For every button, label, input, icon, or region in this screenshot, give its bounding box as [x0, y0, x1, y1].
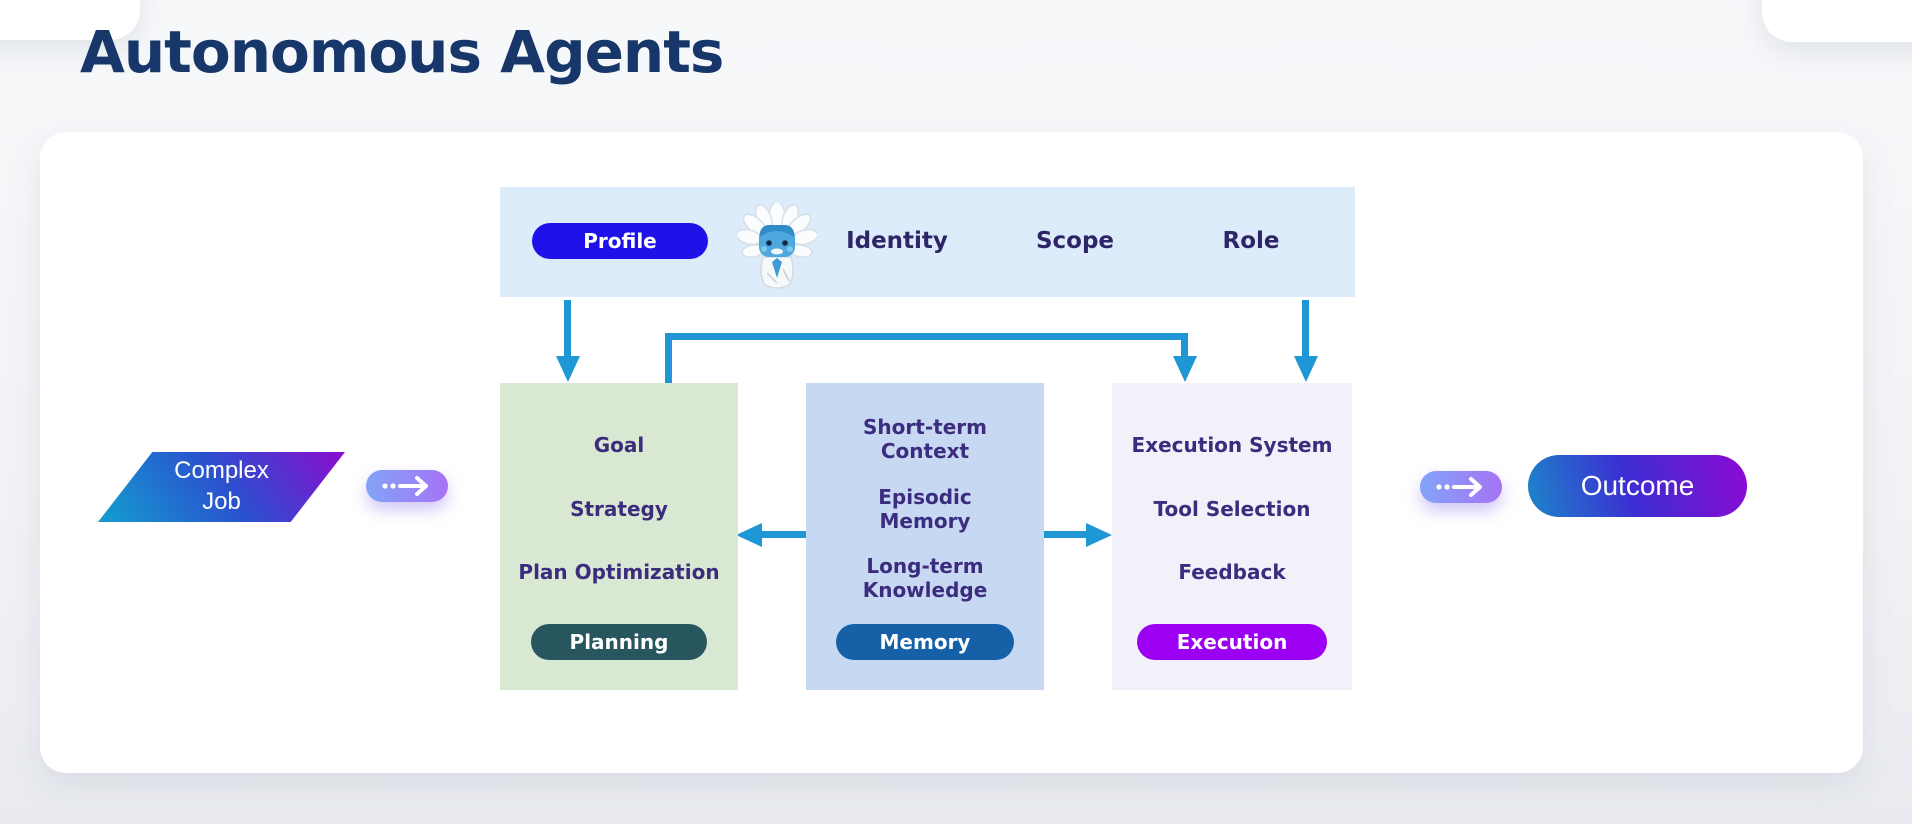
- profile-pill: Profile: [532, 223, 708, 259]
- execution-pill: Execution: [1137, 624, 1327, 660]
- execution-item-feedback: Feedback: [1178, 560, 1286, 585]
- memory-pill: Memory: [836, 624, 1014, 660]
- einstein-robot-mascot-icon: [737, 203, 817, 289]
- memory-box: Short-term Context Episodic Memory Long-…: [806, 383, 1044, 690]
- planning-item-plan-optimization: Plan Optimization: [518, 560, 720, 585]
- dashed-arrow-icon: [1436, 477, 1482, 497]
- complex-job-line2: Job: [202, 488, 241, 515]
- execution-item-tool-selection: Tool Selection: [1153, 496, 1311, 521]
- profile-label-identity: Identity: [846, 228, 948, 254]
- memory-item-short-term-context: Short-term Context: [863, 414, 987, 463]
- planning-item-goal: Goal: [593, 432, 645, 457]
- flow-arrow-left: [366, 470, 448, 502]
- page-title: Autonomous Agents: [80, 18, 724, 86]
- flow-arrow-right: [1420, 471, 1502, 503]
- planning-item-strategy: Strategy: [570, 496, 668, 521]
- execution-box: Execution System Tool Selection Feedback…: [1112, 383, 1352, 690]
- dashed-arrow-icon: [382, 476, 428, 496]
- complex-job-line1: Complex: [174, 457, 269, 485]
- profile-label-role: Role: [1222, 228, 1280, 254]
- memory-item-episodic-memory: Episodic Memory: [878, 484, 972, 533]
- memory-item-long-term-knowledge: Long-term Knowledge: [862, 554, 988, 603]
- planning-pill: Planning: [531, 624, 707, 660]
- execution-item-execution-system: Execution System: [1131, 432, 1333, 457]
- planning-box: Goal Strategy Plan Optimization Planning: [500, 383, 738, 690]
- profile-label-scope: Scope: [1035, 228, 1115, 254]
- top-right-card-corner: [1762, 0, 1912, 42]
- outcome-label: Outcome: [1580, 470, 1695, 501]
- outcome-node: Outcome: [1528, 455, 1747, 517]
- top-left-card-corner: [0, 0, 140, 40]
